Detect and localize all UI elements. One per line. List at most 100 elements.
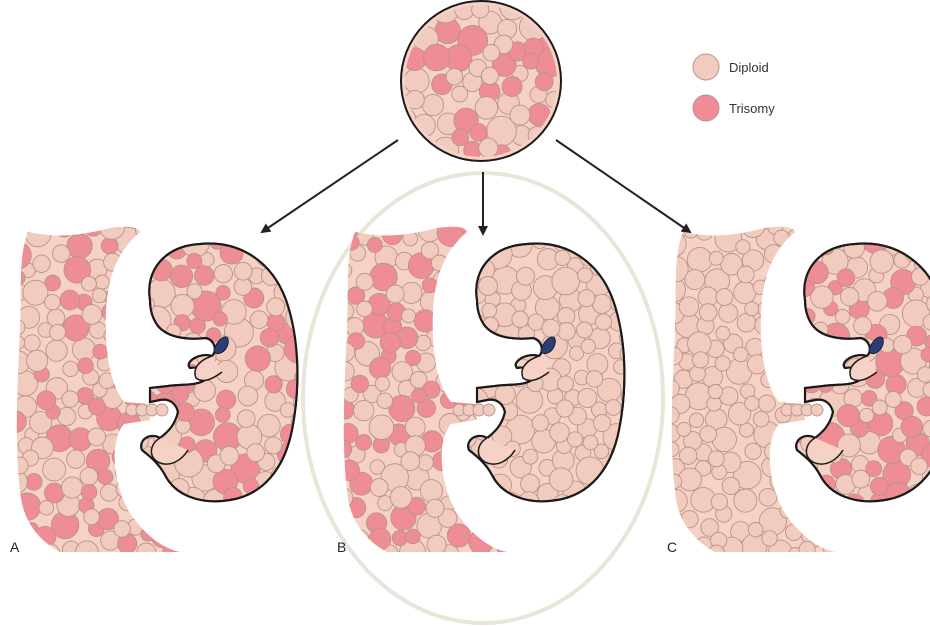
diploid-cell bbox=[680, 540, 698, 558]
trisomy-cell bbox=[423, 44, 450, 71]
trisomy-cell bbox=[452, 129, 469, 146]
trisomy-cell bbox=[13, 493, 40, 520]
diploid-cell bbox=[257, 249, 274, 266]
diploid-cell bbox=[461, 343, 487, 369]
diploid-cell bbox=[578, 290, 595, 307]
diploid-cell bbox=[897, 233, 915, 251]
diploid-cell bbox=[333, 488, 353, 508]
diploid-cell bbox=[500, 218, 515, 233]
diploid-cell bbox=[770, 472, 789, 491]
diploid-cell bbox=[42, 544, 60, 562]
trisomy-cell bbox=[369, 358, 390, 379]
trisomy-cell bbox=[168, 497, 182, 511]
diploid-cell bbox=[716, 326, 730, 340]
diploid-cell bbox=[169, 344, 183, 358]
diploid-cell bbox=[748, 523, 762, 537]
diploid-cell bbox=[88, 428, 106, 446]
diploid-cell bbox=[577, 322, 593, 338]
trisomy-cell bbox=[125, 362, 141, 378]
diploid-cell bbox=[280, 403, 295, 418]
diploid-cell bbox=[774, 296, 788, 310]
diploid-cell bbox=[431, 255, 447, 271]
diploid-cell bbox=[677, 422, 691, 436]
trisomy-cell bbox=[789, 496, 803, 510]
trisomy-cell bbox=[405, 350, 420, 365]
diploid-cell bbox=[427, 535, 446, 554]
diploid-cell bbox=[787, 466, 804, 483]
trisomy-cell bbox=[269, 491, 294, 516]
diploid-cell bbox=[463, 510, 479, 526]
panel-label-c: C bbox=[667, 539, 677, 555]
diploid-cell bbox=[115, 312, 141, 338]
diploid-cell bbox=[800, 352, 816, 368]
diploid-cell bbox=[764, 245, 783, 264]
diploid-cell bbox=[614, 478, 641, 505]
trisomy-cell bbox=[160, 217, 179, 236]
diploid-cell bbox=[813, 342, 829, 358]
trisomy-cell bbox=[67, 233, 92, 258]
trisomy-cell bbox=[172, 385, 189, 402]
trisomy-cell bbox=[492, 513, 510, 531]
diploid-cell bbox=[370, 479, 388, 497]
diploid-cell bbox=[736, 240, 750, 254]
diploid-cell bbox=[687, 247, 712, 272]
diploid-cell bbox=[708, 545, 724, 561]
trisomy-cell bbox=[150, 239, 164, 253]
diploid-cell bbox=[43, 458, 66, 481]
diploid-cell bbox=[510, 105, 530, 125]
diploid-cell bbox=[762, 456, 783, 477]
diploid-cell bbox=[788, 322, 807, 341]
trisomy-cell bbox=[84, 217, 103, 236]
trisomy-cell bbox=[497, 534, 523, 560]
diploid-cell bbox=[754, 411, 770, 427]
trisomy-cell bbox=[457, 368, 474, 385]
trisomy-cell bbox=[408, 145, 430, 167]
trisomy-cell bbox=[102, 303, 121, 322]
trisomy-cell bbox=[279, 237, 302, 260]
diploid-cell bbox=[708, 451, 724, 467]
diploid-cell bbox=[523, 449, 538, 464]
diploid-cell bbox=[667, 474, 681, 488]
diploid-cell bbox=[734, 282, 756, 304]
trisomy-cell bbox=[406, 529, 421, 544]
trisomy-cell bbox=[170, 265, 192, 287]
diploid-cell bbox=[446, 68, 463, 85]
trisomy-cell bbox=[112, 372, 130, 390]
diploid-cell bbox=[101, 484, 118, 501]
trisomy-cell bbox=[25, 541, 43, 559]
diploid-cell bbox=[283, 271, 297, 285]
diploid-cell bbox=[708, 385, 722, 399]
diploid-cell bbox=[737, 313, 756, 332]
diploid-cell bbox=[247, 444, 265, 462]
diploid-cell bbox=[758, 395, 775, 412]
diploid-cell bbox=[82, 305, 102, 325]
diploid-cell bbox=[464, 233, 490, 259]
diploid-cell bbox=[594, 414, 611, 431]
diploid-cell bbox=[141, 339, 157, 355]
diploid-cell bbox=[583, 435, 598, 450]
diploid-cell bbox=[408, 1, 430, 23]
diploid-cell bbox=[790, 478, 812, 500]
diploid-cell bbox=[80, 468, 98, 486]
diploid-cell bbox=[457, 362, 486, 391]
diploid-cell bbox=[438, 321, 452, 335]
trisomy-cell bbox=[789, 367, 804, 382]
diploid-cell bbox=[495, 367, 509, 381]
diploid-cell bbox=[46, 340, 67, 361]
diploid-cell bbox=[700, 304, 717, 321]
trisomy-cell bbox=[119, 297, 136, 314]
trisomy-cell bbox=[447, 524, 470, 547]
trisomy-cell bbox=[806, 261, 828, 283]
diploid-cell bbox=[461, 345, 477, 361]
diploid-cell bbox=[135, 470, 149, 484]
diploid-cell bbox=[777, 264, 794, 281]
diploid-cell bbox=[911, 268, 929, 286]
diploid-cell bbox=[50, 324, 66, 340]
diploid-cell bbox=[917, 367, 930, 383]
diploid-cell bbox=[140, 297, 155, 312]
trisomy-cell bbox=[217, 390, 236, 409]
diploid-cell bbox=[568, 432, 583, 447]
diploid-cell bbox=[25, 221, 51, 247]
diploid-cell bbox=[558, 323, 576, 341]
